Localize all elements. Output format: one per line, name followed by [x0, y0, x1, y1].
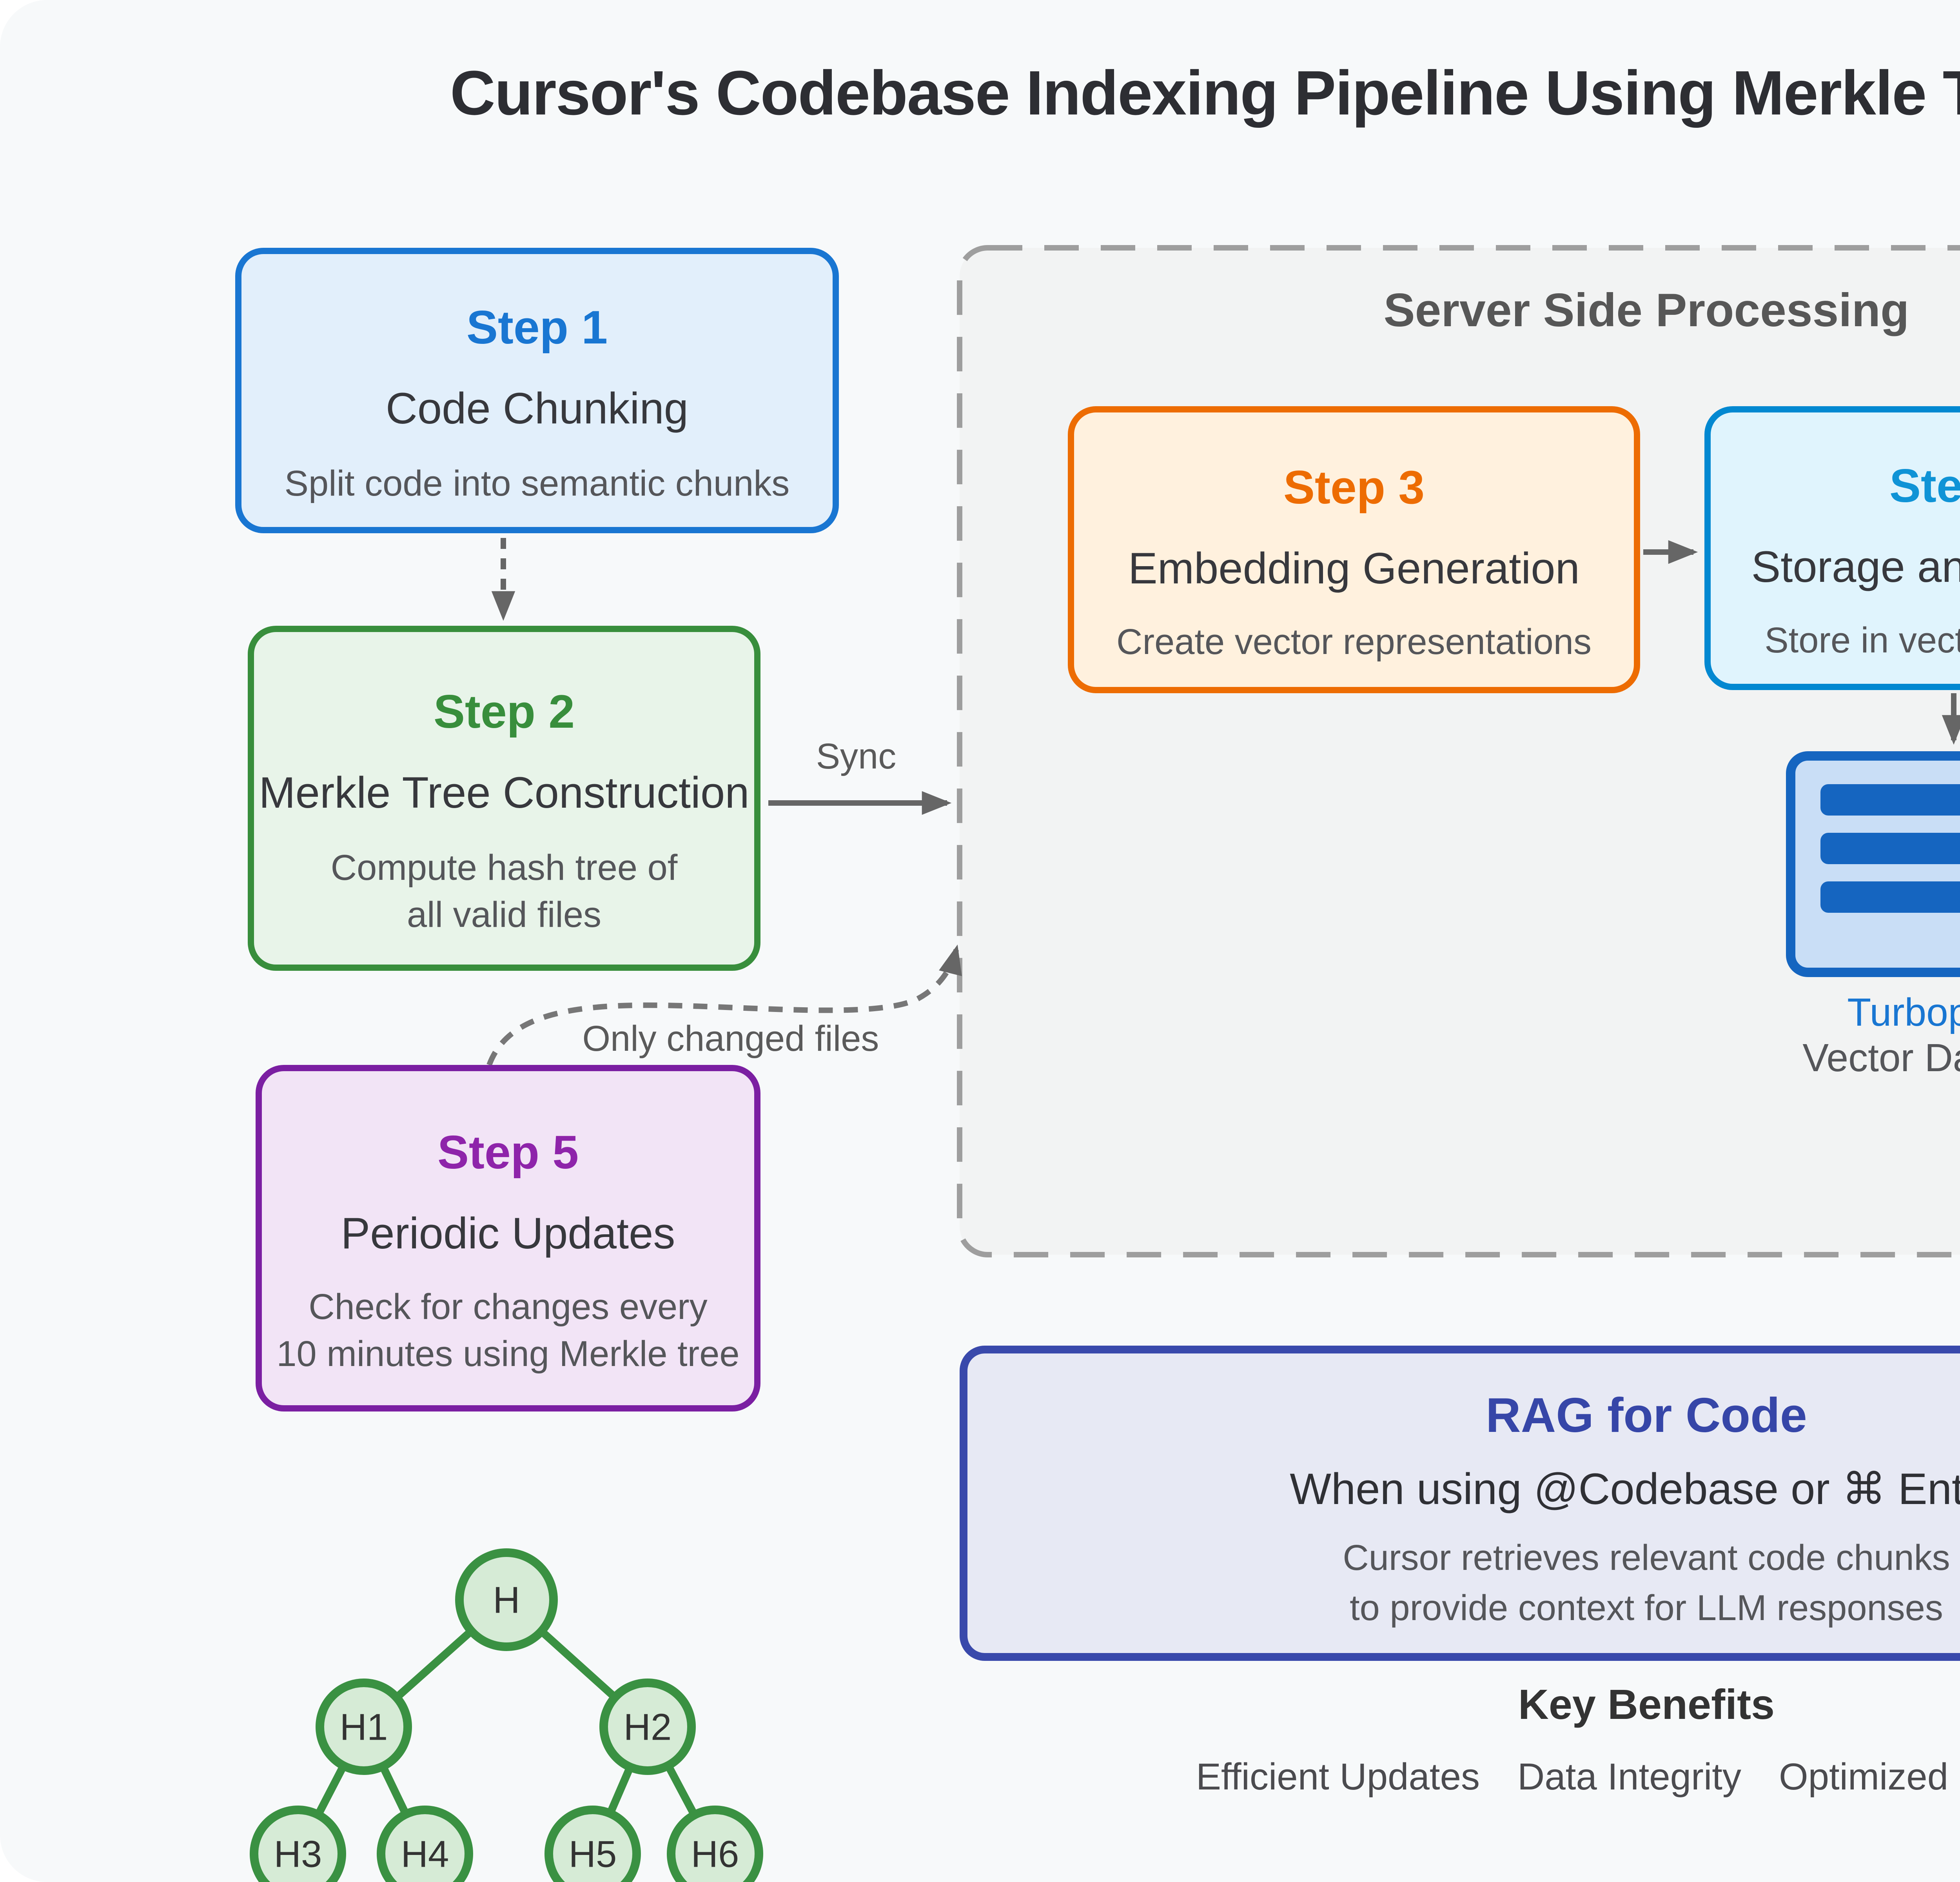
vector-database-icon [1786, 751, 1960, 977]
tree-node-h2-label: H2 [624, 1706, 672, 1748]
step3-title: Embedding Generation [1128, 544, 1580, 592]
tree-node-h1-label: H1 [340, 1706, 388, 1748]
tree-node-h4 [377, 1806, 473, 1882]
rag-title: RAG for Code [1486, 1388, 1807, 1444]
tree-node-h-label: H [493, 1579, 520, 1621]
tree-node-h5-label: H5 [569, 1833, 617, 1875]
step2-description: Compute hash tree of all valid files [331, 845, 678, 939]
step1-label: Step 1 [466, 303, 608, 355]
step5-label: Step 5 [437, 1127, 579, 1179]
tree-node-h1 [316, 1679, 412, 1775]
benefit-item: Optimized Caching [1779, 1757, 1960, 1799]
step2-box: Step 2 Merkle Tree Construction Compute … [248, 626, 760, 971]
database-type: Vector Database [1802, 1037, 1960, 1081]
database-bar-icon [1820, 784, 1960, 816]
step2-label: Step 2 [433, 687, 575, 739]
step4-description: Store in vector database [1764, 620, 1960, 661]
step1-title: Code Chunking [385, 385, 689, 433]
tree-node-h [455, 1548, 558, 1651]
step5-title: Periodic Updates [341, 1209, 675, 1258]
step5-description: Check for changes every 10 minutes using… [276, 1285, 739, 1379]
step3-description: Create vector representations [1116, 621, 1592, 663]
server-side-processing-title: Server Side Processing [1383, 285, 1909, 337]
tree-node-h3-label: H3 [274, 1833, 322, 1875]
page-title: Cursor's Codebase Indexing Pipeline Usin… [450, 60, 1960, 129]
benefit-item: Data Integrity [1517, 1757, 1741, 1799]
tree-node-h4-label: H4 [401, 1833, 449, 1875]
key-benefits-section: Key Benefits Efficient Updates Data Inte… [960, 1681, 1960, 1800]
tree-node-h2 [599, 1679, 696, 1775]
sync-arrow-label: Sync [816, 736, 897, 776]
step5-description-line: 10 minutes using Merkle tree [276, 1333, 740, 1375]
merkle-tree-nodes: H H1 H2 H3 H4 H5 H6 [250, 1548, 763, 1882]
tree-node-h5 [544, 1806, 641, 1882]
rag-description-line: Cursor retrieves relevant code chunks [1343, 1537, 1950, 1579]
step1-description: Split code into semantic chunks [284, 462, 790, 503]
database-bar-icon [1820, 833, 1960, 864]
tree-node-h3 [250, 1806, 346, 1882]
only-changed-files-label: Only changed files [582, 1018, 879, 1059]
tree-node-h6 [667, 1806, 763, 1882]
step2-title: Merkle Tree Construction [259, 769, 750, 818]
step4-box: Step 4 Storage and Indexing Store in vec… [1704, 406, 1960, 690]
rag-description-line: to provide context for LLM responses [1350, 1587, 1943, 1628]
database-name: Turbopuffer [1847, 991, 1960, 1035]
database-bar-icon [1820, 881, 1960, 913]
step2-description-line: all valid files [407, 894, 601, 935]
step5-box: Step 5 Periodic Updates Check for change… [256, 1065, 760, 1412]
rag-for-code-box: RAG for Code When using @Codebase or ⌘ E… [960, 1346, 1960, 1661]
rag-description: Cursor retrieves relevant code chunks to… [1343, 1534, 1950, 1634]
rag-subtitle: When using @Codebase or ⌘ Enter [1290, 1465, 1960, 1514]
step3-label: Step 3 [1283, 462, 1425, 514]
step4-title: Storage and Indexing [1751, 542, 1960, 591]
step3-box: Step 3 Embedding Generation Create vecto… [1068, 406, 1640, 693]
key-benefits-list: Efficient Updates Data Integrity Optimiz… [960, 1757, 1960, 1800]
step2-description-line: Compute hash tree of [330, 847, 678, 888]
step5-description-line: Check for changes every [309, 1286, 708, 1328]
step1-box: Step 1 Code Chunking Split code into sem… [235, 248, 839, 533]
benefit-item: Efficient Updates [1196, 1757, 1480, 1799]
arrow-only-changed-step5-to-server [486, 944, 962, 1066]
step4-label: Step 4 [1889, 461, 1960, 512]
tree-node-h6-label: H6 [691, 1833, 739, 1875]
key-benefits-title: Key Benefits [1518, 1681, 1775, 1728]
